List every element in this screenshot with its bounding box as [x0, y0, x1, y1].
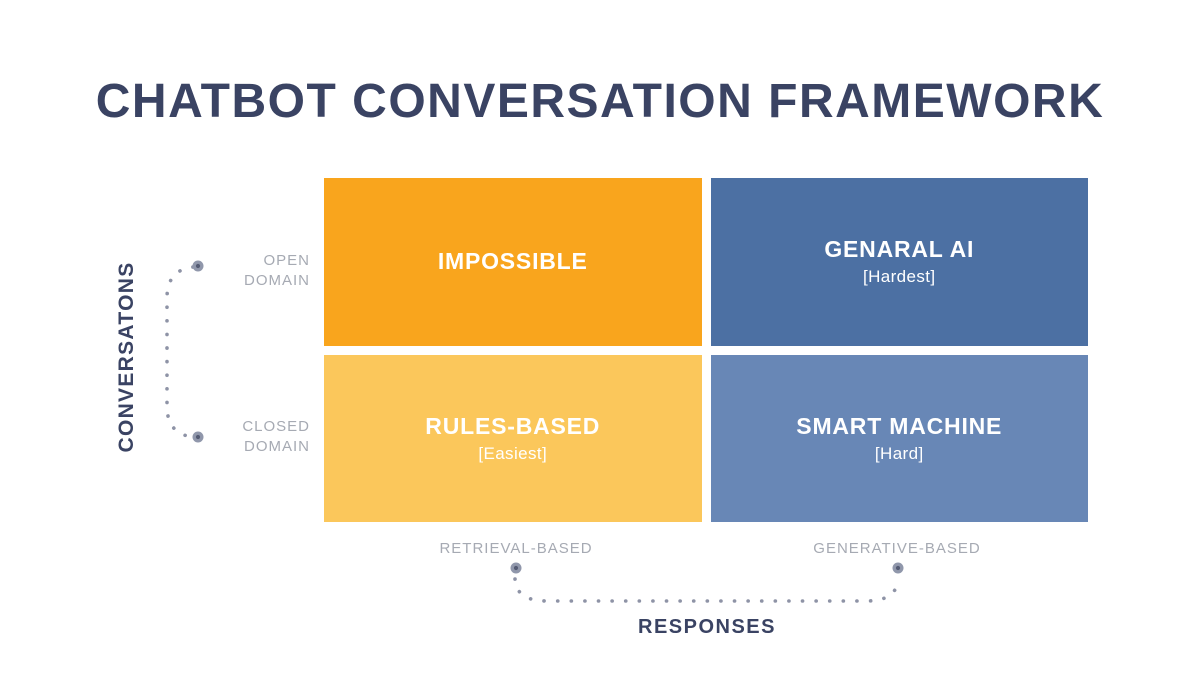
quadrant-smart-machine-sublabel: [Hard] [874, 443, 924, 463]
y-axis-dotted-bracket [165, 265, 195, 439]
x-axis-endpoint-dot-generative-center [895, 565, 901, 571]
quadrant-rules-based: RULES-BASED [Easiest] [324, 354, 702, 522]
y-axis-tick-open-line2: DOMAIN [244, 272, 310, 289]
quadrant-impossible-label: IMPOSSIBLE [437, 248, 588, 275]
y-axis-tick-closed-line1: CLOSED [242, 418, 310, 435]
x-axis-tick-retrieval-based: RETRIEVAL-BASED [439, 540, 593, 557]
quadrant-impossible: IMPOSSIBLE [324, 178, 702, 346]
x-axis-dotted-curve [513, 577, 900, 603]
quadrant-rules-based-sublabel: [Easiest] [478, 443, 548, 463]
quadrant-general-ai: GENARAL AI [Hardest] [710, 178, 1088, 346]
quadrant-smart-machine: SMART MACHINE [Hard] [710, 354, 1088, 522]
y-axis-tick-closed-line2: DOMAIN [244, 438, 310, 455]
x-axis-endpoint-dot-generative [892, 562, 904, 574]
x-axis-endpoint-dot-retrieval [510, 562, 522, 574]
y-axis-tick-open-line1: OPEN [263, 252, 310, 269]
page-title: CHATBOT CONVERSATION FRAMEWORK [95, 75, 1105, 128]
x-axis-label: RESPONSES [638, 616, 776, 638]
y-axis-tick-closed-domain: CLOSED DOMAIN [180, 417, 310, 457]
y-axis-label: CONVERSATONS [115, 261, 138, 453]
quadrant-smart-machine-label: SMART MACHINE [796, 412, 1003, 439]
quadrant-general-ai-sublabel: [Hardest] [862, 267, 936, 287]
quadrant-rules-based-label: RULES-BASED [425, 412, 601, 439]
x-axis-endpoint-dot-retrieval-center [513, 565, 519, 571]
y-axis-tick-open-domain: OPEN DOMAIN [180, 251, 310, 291]
x-axis-tick-generative-based: GENERATIVE-BASED [813, 540, 981, 557]
quadrant-general-ai-label: GENARAL AI [824, 236, 975, 263]
quadrant-grid: IMPOSSIBLE GENARAL AI [Hardest] RULES-BA… [324, 178, 1088, 522]
